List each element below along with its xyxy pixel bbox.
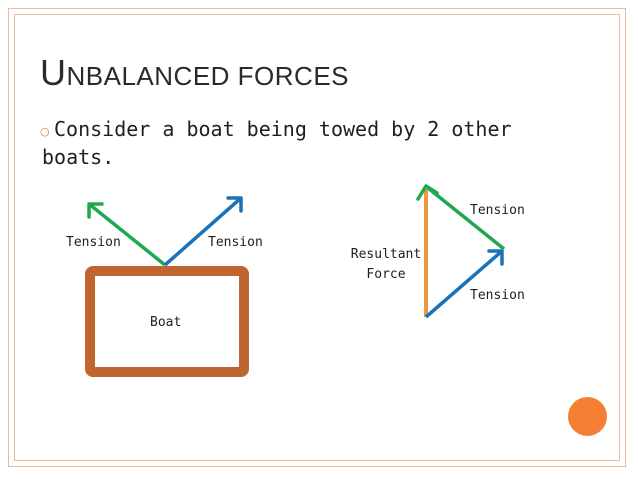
title-rest: NBALANCED FORCES [66,61,349,91]
green-arrowhead [87,202,104,219]
boat-rectangle [85,266,249,377]
slide-title: UNBALANCED FORCES [40,52,349,94]
triangle-tension-top: Tension [470,203,525,218]
boat-label: Boat [150,315,182,330]
bullet-line-1: Consider a boat being towed by 2 other [54,117,512,141]
green-tension-arrow [87,202,167,267]
tension-label-right: Tension [208,235,263,250]
slide-frame-outer [8,8,626,467]
decorative-orange-circle [568,397,607,436]
blue-vector-arrowhead [487,249,504,266]
blue-tension-arrow [163,196,243,267]
resultant-force-label: Resultant Force [349,245,423,285]
resultant-line-2: Force [366,267,406,282]
title-initial: U [40,52,67,93]
blue-tension-vector [424,249,504,319]
bullet-ring-icon: ○ [40,125,50,138]
bullet-text: Consider a boat being towed by 2 other b… [42,115,574,171]
blue-arrowhead [226,196,243,213]
triangle-tension-bottom: Tension [470,288,525,303]
green-tension-vector [426,186,506,251]
resultant-line-1: Resultant [350,247,422,262]
bullet-line-2: boats. [42,145,115,169]
slide-frame-inner [14,14,620,461]
green-vector-arrowhead [416,184,439,201]
tension-label-left: Tension [66,235,121,250]
